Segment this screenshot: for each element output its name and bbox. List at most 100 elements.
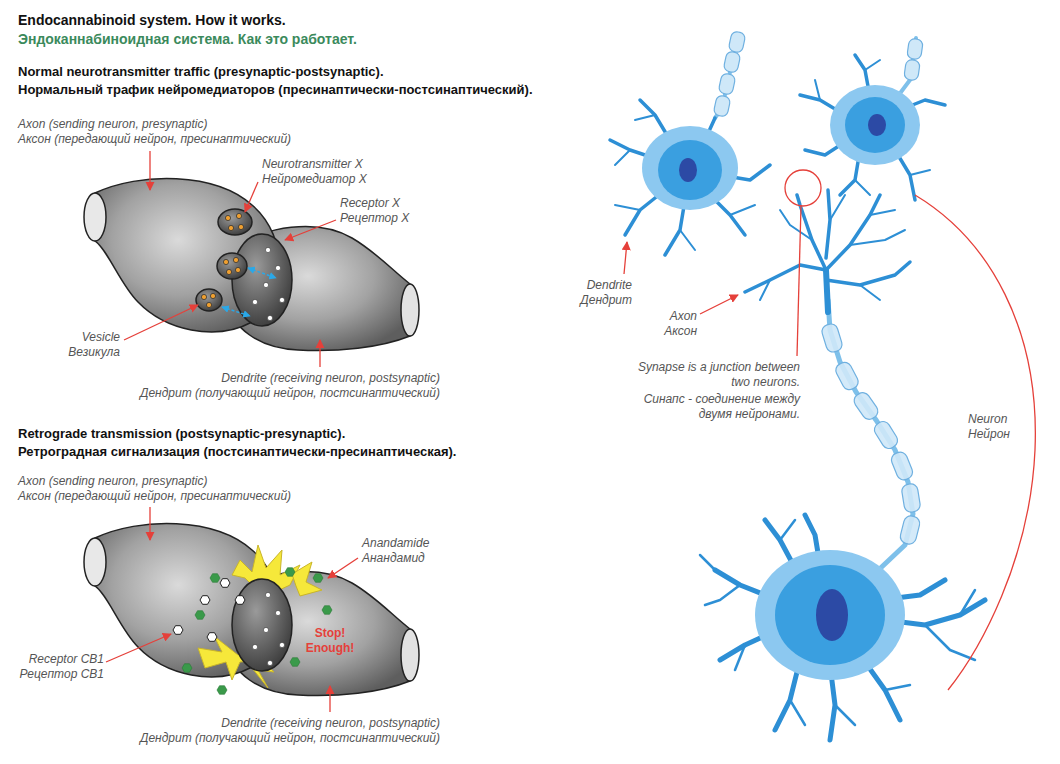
neuron-illustration: [760, 280, 770, 300]
neuron-illustration: [826, 270, 828, 312]
part-label: Дендрит (получающий нейрон, постсинаптич…: [140, 731, 440, 746]
neuron-illustration: [615, 115, 755, 250]
neuron-illustration: [713, 31, 746, 117]
neuron-illustration: [830, 195, 845, 220]
neuron-illustration: [850, 230, 905, 245]
synapse-retrograde: [313, 574, 323, 583]
neuron-illustration: [718, 73, 736, 95]
synapse-retrograde: [279, 642, 284, 647]
synapse-normal: [201, 294, 206, 299]
leader-line: [624, 242, 627, 274]
neuron-illustration: [830, 85, 920, 165]
part-label: Axon (sending neuron, presynaptic): [18, 117, 207, 132]
neuron-illustration: [872, 419, 900, 451]
synapse-retrograde: [275, 610, 280, 615]
neuron-illustration: [833, 360, 860, 392]
leader-line: [124, 305, 198, 340]
synapse-normal: [275, 265, 280, 270]
neuron-illustration: [815, 60, 930, 195]
neuron-illustration: [745, 190, 910, 292]
neuron-illustration: [723, 51, 741, 73]
neuron-illustration: [820, 322, 843, 353]
part-label: Аксон: [664, 324, 697, 339]
part-label: Neuron: [968, 412, 1007, 427]
section-heading: Нормальный трафик нейромедиаторов (преси…: [18, 82, 533, 98]
neuron-illustration: [800, 55, 945, 200]
neuron-illustration: [775, 565, 885, 665]
synapse-retrograde: [235, 596, 245, 605]
synapse-normal: [84, 178, 419, 350]
synapse-retrograde: [292, 562, 322, 596]
neuron-illustration: [755, 550, 905, 680]
neuron-illustration: [635, 115, 655, 120]
neuron-illustration: [745, 190, 910, 312]
neuron-illustration: [855, 180, 870, 195]
part-label: Анандамид: [362, 551, 425, 566]
neuron-illustration: [610, 100, 770, 255]
leader-line: [106, 634, 171, 662]
section-heading: Normal neurotransmitter traffic (presyna…: [18, 64, 384, 80]
synapse-retrograde: [182, 568, 332, 695]
neuron-illustration: [885, 685, 910, 690]
synapse-normal: [222, 307, 250, 316]
neuron-illustration: [904, 59, 921, 81]
neuron-illustration: [860, 285, 880, 300]
neuron-illustration: [713, 95, 731, 117]
synapse-retrograde: [195, 611, 205, 620]
neuron-illustration: [910, 170, 930, 175]
synapse-normal: [225, 215, 230, 220]
neuron-illustration: [700, 515, 985, 740]
leader-line: [149, 507, 150, 540]
synapse-normal: [217, 253, 247, 279]
part-label: Vesicle: [82, 330, 120, 345]
synapse-retrograde: [217, 686, 227, 695]
synapse-retrograde: [322, 606, 332, 615]
part-label: Нейромедиатор X: [262, 172, 367, 187]
part-label: Рецептор X: [340, 211, 409, 226]
neuron-illustration: [785, 170, 821, 206]
synapse-normal: [201, 213, 243, 307]
neuron-illustration: [904, 59, 921, 81]
neuron-illustration: [715, 515, 985, 740]
neuron-illustration: [865, 60, 880, 70]
part-label: Receptor X: [340, 196, 400, 211]
synapse-retrograde: [200, 596, 210, 605]
neuron-illustration: [728, 31, 746, 53]
neuron-illustration: [826, 190, 830, 258]
neuron-illustration: [610, 100, 770, 255]
neuron-illustration: [904, 38, 924, 81]
synapse-normal: [267, 315, 272, 320]
leader-line: [700, 295, 738, 314]
synapse-retrograde: [182, 664, 192, 673]
neuron-illustration: [870, 210, 895, 215]
neuron-illustration: [615, 150, 630, 165]
part-label: Dendrite: [587, 278, 632, 293]
synapse-normal: [235, 267, 240, 272]
leader-line: [915, 195, 1035, 690]
synapse-normal: [248, 268, 276, 278]
synapse-normal: [210, 293, 215, 298]
neuron-illustration: [889, 450, 914, 482]
neuron-illustration: [851, 390, 880, 422]
synapse-normal: [206, 302, 211, 307]
synapse-retrograde: [207, 633, 217, 642]
synapse-normal: [222, 268, 276, 316]
synapse-retrograde: [232, 579, 292, 671]
callout-text: Stop! Enough!: [302, 626, 358, 656]
synapse-retrograde: [198, 545, 322, 688]
leader-line: [328, 558, 358, 578]
subtitle: Эндоканнабиноидная система. Как это рабо…: [18, 31, 357, 49]
neuron-illustration: [615, 205, 640, 210]
neuron-illustration: [780, 210, 812, 240]
neuron-illustration: [815, 80, 820, 100]
synapse-normal: [236, 213, 241, 218]
section-heading: Ретроградная сигнализация (постсинаптиче…: [18, 444, 456, 460]
leader-line: [285, 220, 336, 240]
neuron-illustration: [960, 590, 975, 615]
note: Synapse is a junction between two neuron…: [618, 360, 800, 390]
neuron-illustration: [907, 38, 924, 60]
leader-line: [149, 151, 150, 190]
neuron-illustration: [820, 322, 843, 353]
neuron-illustration: [790, 700, 805, 725]
